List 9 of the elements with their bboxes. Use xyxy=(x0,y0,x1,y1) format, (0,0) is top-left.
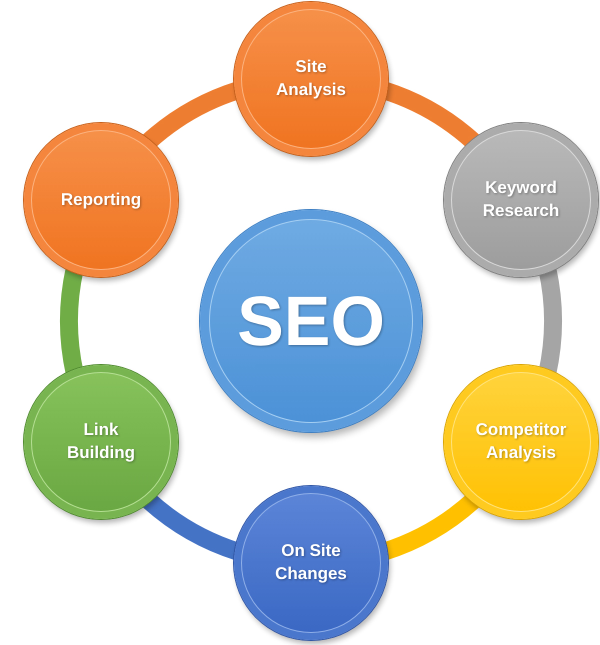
circle-label: On Site Changes xyxy=(274,540,348,585)
circle-label: Competitor Analysis xyxy=(474,419,568,464)
ring-segment xyxy=(538,267,562,375)
ring-segment xyxy=(60,267,84,375)
circle-label: SEO xyxy=(237,286,385,356)
circle-label: Keyword Research xyxy=(482,177,560,222)
circle-label: Link Building xyxy=(66,419,136,464)
circle-label: Site Analysis xyxy=(275,56,347,101)
circle-label: Reporting xyxy=(60,188,142,211)
